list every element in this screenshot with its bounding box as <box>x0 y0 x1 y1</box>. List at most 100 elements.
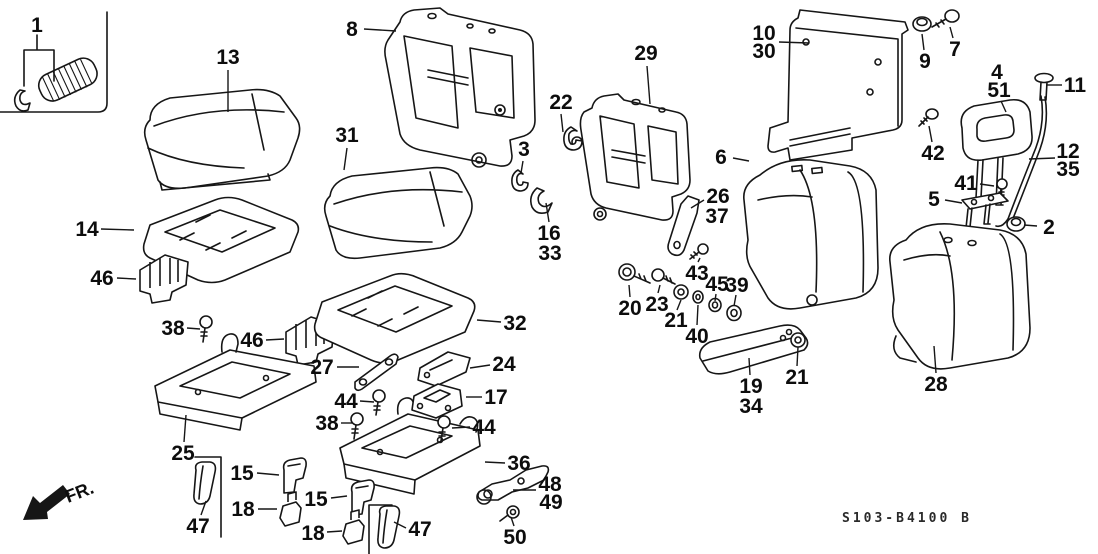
leader-line-12 <box>1028 157 1056 160</box>
leader-line-36 <box>484 461 506 464</box>
seat-spring-part <box>37 57 98 102</box>
callout-16: 16 <box>537 222 560 245</box>
washer-40 <box>692 290 704 304</box>
callout-15: 15 <box>304 488 328 511</box>
cover-47-left <box>193 461 217 505</box>
leader-line-18 <box>326 530 343 533</box>
spring-hook-part <box>13 89 31 112</box>
callout-27: 27 <box>310 356 333 379</box>
bracket-26 <box>667 195 700 257</box>
leader-line-10 <box>778 41 810 44</box>
leader-line-5 <box>944 199 963 204</box>
callout-46: 46 <box>240 329 263 352</box>
leader-line-26 <box>690 199 705 209</box>
callout-11: 11 <box>1064 74 1087 97</box>
leader-line-40 <box>696 304 699 326</box>
callout-17: 17 <box>484 386 507 409</box>
clip-3 <box>511 169 529 192</box>
callout-21: 21 <box>664 309 688 332</box>
callout-24: 24 <box>492 353 516 376</box>
callout-48: 48 <box>538 473 562 496</box>
callout-18: 18 <box>301 522 325 545</box>
leader-line-42 <box>928 125 933 143</box>
callout-3: 3 <box>518 138 530 161</box>
leader-line-14 <box>100 228 135 231</box>
grommet-39 <box>726 304 742 322</box>
callout-4: 4 <box>991 61 1003 84</box>
callout-44: 44 <box>472 416 496 439</box>
leader-line-21 <box>676 299 682 311</box>
leader-line-32 <box>476 319 502 323</box>
base-frame-25 <box>154 333 317 431</box>
callout-38: 38 <box>161 317 185 340</box>
clip-22 <box>563 126 583 151</box>
callout-50: 50 <box>503 526 526 549</box>
leader-line-46 <box>265 338 285 341</box>
leader-line-28 <box>933 345 937 374</box>
seatback-frame-29 <box>571 93 691 221</box>
leader-line-44 <box>359 400 375 403</box>
callout-47: 47 <box>186 515 209 538</box>
leader-line-2 <box>1023 224 1038 227</box>
nut-9 <box>912 16 932 32</box>
bracket-24 <box>417 351 471 387</box>
callout-31: 31 <box>335 124 359 147</box>
callout-51: 51 <box>987 79 1011 102</box>
seatback-cushion-6 <box>743 158 879 310</box>
bolt-7 <box>931 9 960 28</box>
callout-44: 44 <box>334 390 358 413</box>
callout-21: 21 <box>785 366 809 389</box>
callout-36: 36 <box>507 452 530 475</box>
leader-line-47 <box>393 521 407 529</box>
callout-37: 37 <box>705 205 728 228</box>
leader-line-19 <box>748 357 751 376</box>
screw-43 <box>689 243 709 260</box>
callout-8: 8 <box>346 18 358 41</box>
callout-39: 39 <box>725 274 748 297</box>
leader-line-38 <box>186 327 201 330</box>
back-panel-10 <box>767 9 909 161</box>
leader-line-51 <box>1000 100 1007 113</box>
bracket-18-right <box>342 509 365 545</box>
screw-38-mid <box>350 412 364 440</box>
callout-26: 26 <box>706 185 729 208</box>
screw-38-left <box>199 315 213 343</box>
callout-20: 20 <box>618 297 641 320</box>
strap-27 <box>354 353 399 392</box>
leader-line-21 <box>796 346 799 367</box>
callout-14: 14 <box>75 218 99 241</box>
fr-indicator: FR. <box>23 478 97 520</box>
bolt-44-left <box>372 389 386 416</box>
callout-19: 19 <box>739 375 762 398</box>
callout-34: 34 <box>739 395 763 418</box>
callout-40: 40 <box>685 325 708 348</box>
bolt-23 <box>651 268 676 285</box>
leader-line-41 <box>979 183 995 187</box>
callout-33: 33 <box>538 242 561 265</box>
seatback-frame-8 <box>384 7 536 168</box>
callout-7: 7 <box>949 38 961 61</box>
leader-line-47 <box>200 500 207 516</box>
bracket-18-left <box>279 491 302 527</box>
callout-15: 15 <box>230 462 254 485</box>
callout-35: 35 <box>1056 158 1080 181</box>
grommet-2 <box>1006 216 1026 232</box>
callout-29: 29 <box>634 42 657 65</box>
bolt-11 <box>1034 72 1054 101</box>
callout-12: 12 <box>1056 140 1079 163</box>
hinge-15-right <box>350 479 375 516</box>
callout-49: 49 <box>539 491 562 514</box>
washer-45 <box>708 297 722 313</box>
callout-13: 13 <box>216 46 239 69</box>
leader-line-24 <box>469 364 491 369</box>
callout-18: 18 <box>231 498 255 521</box>
callout-47: 47 <box>408 518 431 541</box>
callout-9: 9 <box>919 50 931 73</box>
leader-line-45 <box>714 293 717 302</box>
bracket-5 <box>961 192 1009 229</box>
leader-line-15 <box>256 472 280 476</box>
bracket-26-hole <box>673 240 681 250</box>
bolt-44-right <box>437 415 451 442</box>
group-bracket-47 <box>368 504 393 554</box>
